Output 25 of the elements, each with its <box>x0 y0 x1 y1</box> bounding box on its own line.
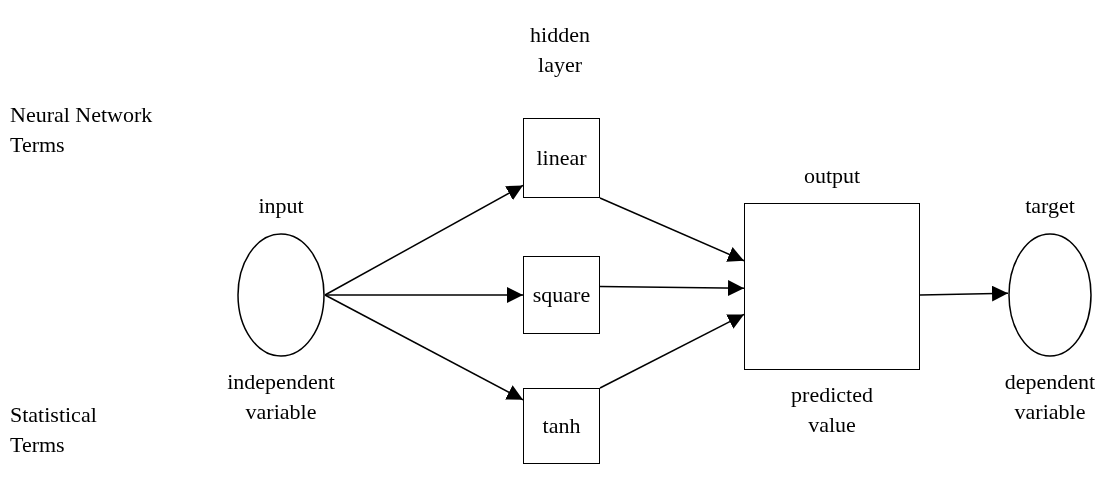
ellipse-node <box>1008 233 1092 357</box>
column-heading: output <box>802 162 862 190</box>
layer-heading: hidden layer <box>529 21 591 79</box>
process-box <box>523 388 600 464</box>
row-heading: Neural Network Terms <box>10 101 154 159</box>
row-heading: Statistical Terms <box>10 401 98 459</box>
arrow <box>324 184 524 296</box>
output-box <box>744 203 920 370</box>
column-caption: independent variable <box>226 368 336 426</box>
column-heading: target <box>1024 192 1076 220</box>
arrow <box>919 285 1009 302</box>
column-caption: predicted value <box>790 381 874 439</box>
ellipse-node <box>237 233 325 357</box>
arrow <box>324 294 524 401</box>
column-caption: dependent variable <box>1003 368 1097 426</box>
arrow <box>324 287 524 303</box>
arrow <box>599 280 745 296</box>
node-label: square <box>532 282 591 308</box>
arrow <box>599 197 745 262</box>
node-label: tanh <box>542 413 581 439</box>
process-box <box>523 256 600 334</box>
process-box <box>523 118 600 198</box>
column-heading: input <box>257 192 305 220</box>
arrow <box>599 313 745 389</box>
node-label: linear <box>536 145 587 171</box>
